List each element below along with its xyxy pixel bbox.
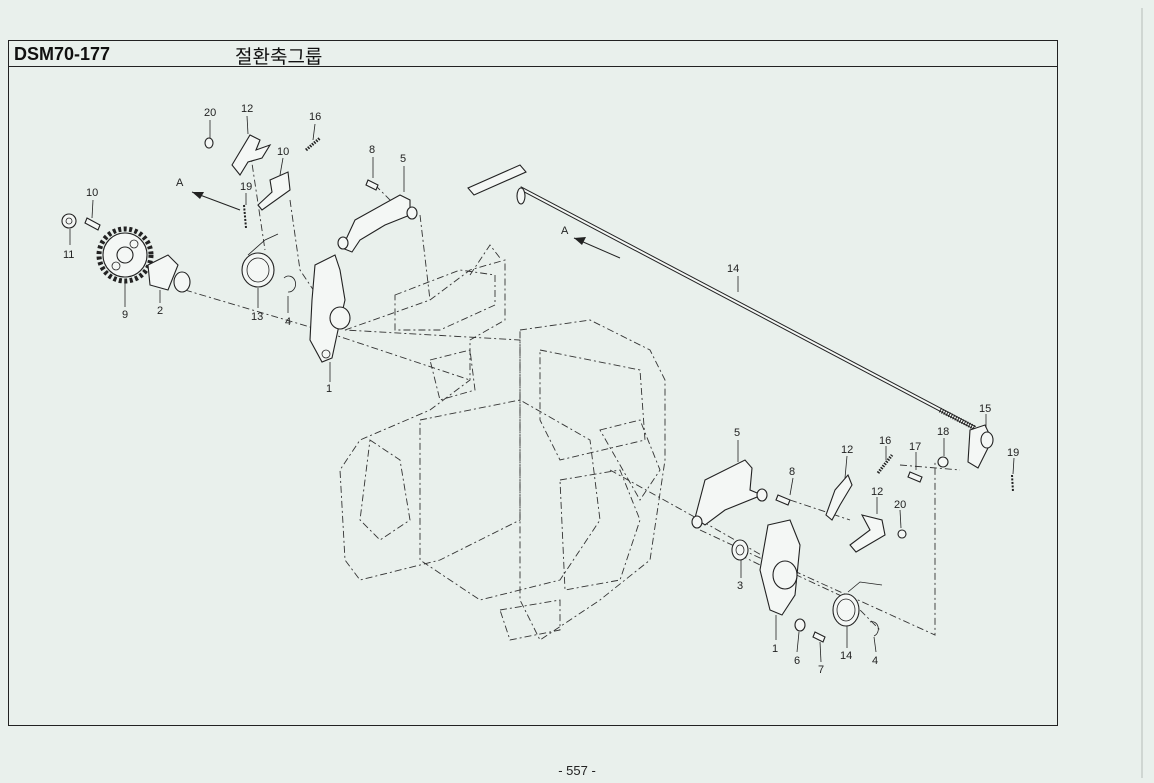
label-19-right: 19	[1007, 447, 1019, 459]
label-8: 8	[369, 144, 375, 156]
lever-part-12	[231, 134, 272, 176]
label-13: 13	[251, 311, 263, 323]
label-5: 5	[400, 153, 406, 165]
label-18: 18	[937, 426, 949, 438]
spring-part-16	[305, 136, 321, 152]
label-17: 17	[909, 441, 921, 453]
exploded-parts-drawing: 20 12 16 10 8 5 10 19 11 9 2 13 4 1 14 1…	[61, 103, 1019, 676]
washer-part-6	[794, 618, 806, 632]
page-edge	[1141, 8, 1143, 778]
label-arrow-a-left: A	[176, 177, 184, 189]
bracket-part-5-right	[691, 459, 768, 529]
pin-part-19	[243, 204, 247, 229]
label-10: 10	[277, 146, 289, 158]
crank-part-1-lower	[759, 519, 801, 616]
washer-part-20	[204, 137, 214, 149]
label-6: 6	[794, 655, 800, 667]
label-arrow-a-right: A	[561, 225, 569, 237]
label-5-right: 5	[734, 427, 740, 439]
washer-part-20-right	[897, 529, 907, 539]
switch-shaft-part-14	[467, 164, 977, 431]
label-8-right: 8	[789, 466, 795, 478]
label-9: 9	[122, 309, 128, 321]
screw-part-17	[907, 471, 923, 483]
screw-part-7	[812, 631, 826, 643]
screw-part-8	[365, 179, 379, 191]
label-2: 2	[157, 305, 163, 317]
nut-part-11	[61, 213, 77, 229]
ring-part-4	[283, 275, 296, 293]
label-4: 4	[285, 316, 291, 328]
lever-part-12-right-b	[849, 514, 886, 553]
label-7: 7	[818, 664, 824, 676]
pin-part-19-right	[1011, 474, 1014, 493]
nut-part-18	[937, 456, 949, 468]
cam-part-2	[147, 254, 191, 293]
label-15: 15	[979, 403, 991, 415]
arrow-a-left	[191, 191, 241, 211]
label-12-right-b: 12	[871, 486, 883, 498]
label-14-lower: 14	[840, 650, 852, 662]
label-1: 1	[326, 383, 332, 395]
machine-frame-outline	[339, 244, 666, 641]
assembly-guide-lines	[184, 149, 961, 636]
crank-part-1-upper	[309, 254, 351, 363]
label-11: 11	[63, 249, 74, 261]
ring-part-4-right	[869, 621, 879, 637]
bracket-part-5	[337, 194, 418, 253]
label-10b: 10	[86, 187, 98, 199]
label-20: 20	[204, 107, 216, 119]
label-12-right-a: 12	[841, 444, 853, 456]
spring-part-13	[241, 233, 279, 288]
lever-part-10-upper	[257, 171, 291, 211]
lever-part-15	[967, 424, 994, 469]
model-code: DSM70-177	[14, 44, 111, 64]
label-20-right: 20	[894, 499, 906, 511]
label-3: 3	[737, 580, 743, 592]
leader-lines	[69, 115, 1015, 663]
screw-part-10	[84, 217, 101, 231]
arrow-a-right	[573, 237, 621, 259]
label-14: 14	[727, 263, 739, 275]
label-4-right: 4	[872, 655, 878, 667]
lever-part-12-right-a	[825, 473, 853, 521]
collar-part-3	[731, 539, 749, 561]
label-16: 16	[309, 111, 321, 123]
gear-part-9	[96, 226, 154, 284]
group-title: 절환축그룹	[235, 46, 323, 68]
title-bar: DSM70-177 절환축그룹	[9, 41, 1057, 68]
spring-part-16-right	[876, 454, 894, 474]
spring-part-14-lower	[832, 581, 883, 627]
diagram-frame: DSM70-177 절환축그룹	[8, 40, 1058, 726]
part-number-labels: 20 12 16 10 8 5 10 19 11 9 2 13 4 1 14 1…	[63, 103, 1019, 676]
label-19: 19	[240, 181, 252, 193]
label-16-right: 16	[879, 435, 891, 447]
label-1-right: 1	[772, 643, 778, 655]
label-12: 12	[241, 103, 253, 115]
page-number: - 557 -	[558, 763, 596, 778]
screw-part-8-right	[775, 494, 791, 506]
